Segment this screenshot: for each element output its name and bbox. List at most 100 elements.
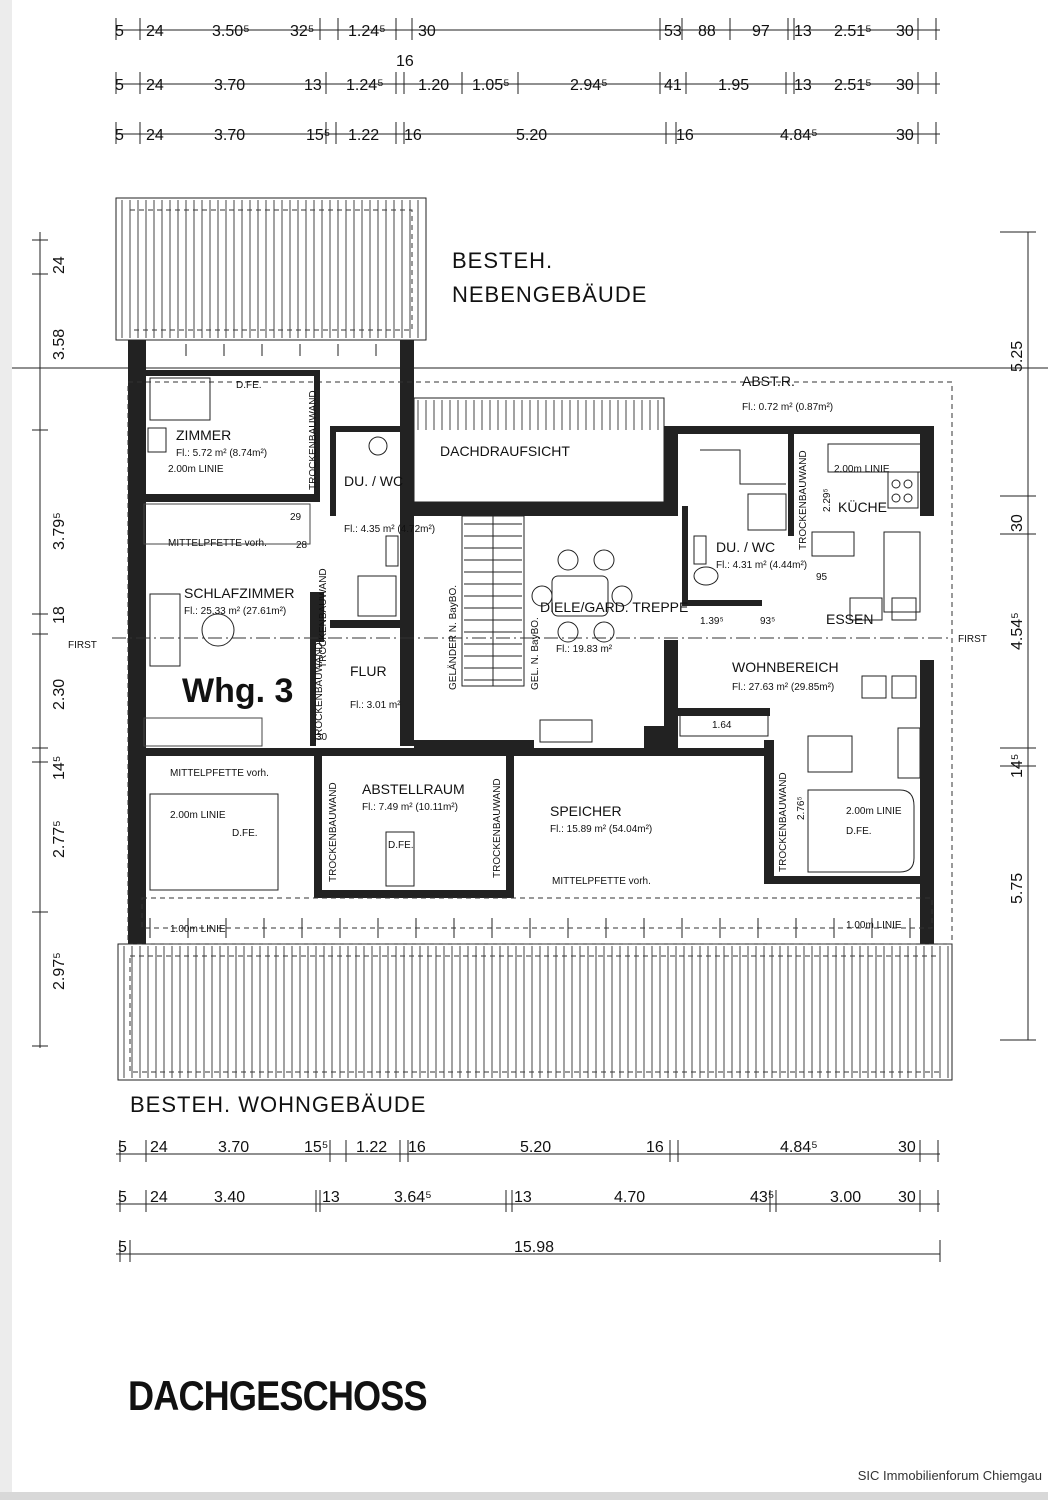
- room-area: Fl.: 27.63 m² (29.85m²): [732, 682, 834, 693]
- staircase: [464, 516, 522, 686]
- apartment-label: Whg. 3: [182, 672, 293, 710]
- dim: 5.20: [516, 127, 547, 144]
- note: TROCKENBAUWAND: [492, 778, 503, 878]
- room-name: ZIMMER: [176, 427, 231, 443]
- note: 2.00m LINIE: [846, 806, 902, 817]
- first-label-right: FIRST: [958, 634, 987, 645]
- dim: 53: [664, 23, 682, 40]
- page-bottom-edge: [0, 1492, 1048, 1500]
- note: MITTELPFETTE vorh.: [168, 538, 267, 549]
- dim: 97: [752, 23, 770, 40]
- dim: 41: [664, 77, 682, 94]
- room-name: ABSTELLRAUM: [362, 781, 465, 797]
- dim: 16: [396, 53, 414, 70]
- dim: 13: [794, 77, 812, 94]
- room-area: Fl.: 19.83 m²: [556, 644, 613, 655]
- dim: 24: [146, 77, 164, 94]
- dim: 2.30: [51, 679, 68, 710]
- exterior-walls: [127, 340, 953, 945]
- room-area: Fl.: 25.33 m² (27.61m²): [184, 606, 286, 617]
- top-dimension-row-3: 5 24 3.70 15⁵ 1.22 16 5.20 16 4.84⁵ 30: [115, 127, 914, 144]
- bottom-dimension-row-3: 5 15.98: [118, 1239, 554, 1256]
- dim: 13: [322, 1189, 340, 1206]
- room-labels: ZIMMER Fl.: 5.72 m² (8.74m²) DU. / WC Fl…: [68, 373, 987, 835]
- top-dimension-row-2: 5 24 3.70 13 1.24⁵ 1.20 1.05⁵ 2.94⁵ 41 1…: [115, 77, 914, 94]
- top-dimension-row-1: 5 24 3.50⁵ 32⁵ 1.24⁵ 30 53 88 97 13 2.51…: [115, 23, 914, 70]
- note: 2.00m LINIE: [834, 464, 890, 475]
- note: TROCKENBAUWAND: [308, 390, 319, 490]
- room-name: DIELE/GARD. TREPPE: [540, 599, 688, 615]
- note: 29: [290, 512, 302, 523]
- dim: 1.24⁵: [348, 23, 386, 40]
- dim: 13: [304, 77, 322, 94]
- dim: 88: [698, 23, 716, 40]
- dim: 30: [896, 127, 914, 144]
- dining-table: [531, 549, 633, 643]
- note: GELÄNDER N. BayBO.: [447, 585, 459, 690]
- dim: 1.05⁵: [472, 77, 510, 94]
- dim: 3.00: [830, 1189, 861, 1206]
- room-name: KÜCHE: [838, 498, 887, 515]
- dim: 5.75: [1009, 873, 1026, 904]
- dim: 3.70: [218, 1139, 249, 1156]
- room-area: Fl.: 5.72 m² (8.74m²): [176, 448, 267, 459]
- dim: 24: [150, 1139, 168, 1156]
- dim: 5: [118, 1139, 127, 1156]
- room-area: Fl.: 7.49 m² (10.11m²): [362, 802, 458, 813]
- dim: 30: [896, 77, 914, 94]
- dim: 4.84⁵: [780, 127, 818, 144]
- dim: 13: [794, 23, 812, 40]
- dim: 16: [676, 127, 694, 144]
- room-name: SCHLAFZIMMER: [184, 585, 294, 601]
- dim: 1.95: [718, 77, 749, 94]
- note: 30: [316, 732, 328, 743]
- note: GEL. N. BayBO.: [530, 617, 541, 690]
- dim: 3.58: [51, 329, 68, 360]
- note: 2.76⁵: [796, 796, 807, 820]
- dachdraufsicht-label: DACHDRAUFSICHT: [440, 443, 570, 459]
- dim: 18: [51, 606, 68, 624]
- dim: 2.51⁵: [834, 77, 872, 94]
- room-area: Fl.: 3.01 m²: [350, 700, 401, 711]
- room-name: DU. / WC: [716, 539, 775, 555]
- dim: 4.54⁵: [1009, 612, 1026, 650]
- dim: 5: [118, 1189, 127, 1206]
- dim: 30: [896, 23, 914, 40]
- note: 2.00m LINIE: [168, 464, 224, 475]
- dim: 32⁵: [290, 23, 314, 40]
- bottom-dimension-row-1: 5 24 3.70 15⁵ 1.22 16 5.20 16 4.84⁵ 30: [118, 1139, 916, 1156]
- bottom-dimension-lines: [116, 1140, 941, 1262]
- neben-label-2: NEBENGEBÄUDE: [452, 282, 647, 307]
- dim: 4.84⁵: [780, 1139, 818, 1156]
- abst-r-area: Fl.: 0.72 m² (0.87m²): [742, 402, 833, 413]
- dim: 24: [51, 256, 68, 274]
- note: D.FE.: [236, 380, 262, 391]
- dim: 5: [115, 23, 124, 40]
- note: D.FE.: [846, 826, 872, 837]
- note: TROCKENBAUWAND: [314, 642, 325, 742]
- dim: 16: [404, 127, 422, 144]
- note: D.FE.: [232, 828, 258, 839]
- left-dimension-line: 24 3.58 3.79⁵ 18 2.30 14⁵ 2.77⁵ 2.97⁵: [32, 232, 68, 1048]
- dim: 14⁵: [51, 756, 68, 780]
- note: 1.64: [712, 720, 732, 731]
- dachdraufsicht-roof: [413, 397, 665, 503]
- dim: 5.25: [1009, 341, 1026, 372]
- note: 1.00m LINIE: [846, 920, 902, 931]
- credit-text: SIC Immobilienforum Chiemgau: [857, 1468, 1042, 1483]
- interior-walls: [141, 370, 934, 929]
- room-area: Fl.: 15.89 m² (54.04m²): [550, 824, 652, 835]
- dim: 3.70: [214, 77, 245, 94]
- dim: 30: [898, 1139, 916, 1156]
- dim: 4.70: [614, 1189, 645, 1206]
- dim: 43⁵: [750, 1189, 774, 1206]
- page-title: DACHGESCHOSS: [128, 1372, 428, 1419]
- note: MITTELPFETTE vorh.: [170, 768, 269, 779]
- right-dimension-line: 5.25 30 4.54⁵ 14⁵ 5.75: [1000, 231, 1036, 1041]
- dim: 5: [115, 127, 124, 144]
- dim: 2.97⁵: [51, 952, 68, 990]
- dim: 1.22: [348, 127, 379, 144]
- page-shadow: [0, 0, 12, 1500]
- dim: 16: [646, 1139, 664, 1156]
- dim: 3.40: [214, 1189, 245, 1206]
